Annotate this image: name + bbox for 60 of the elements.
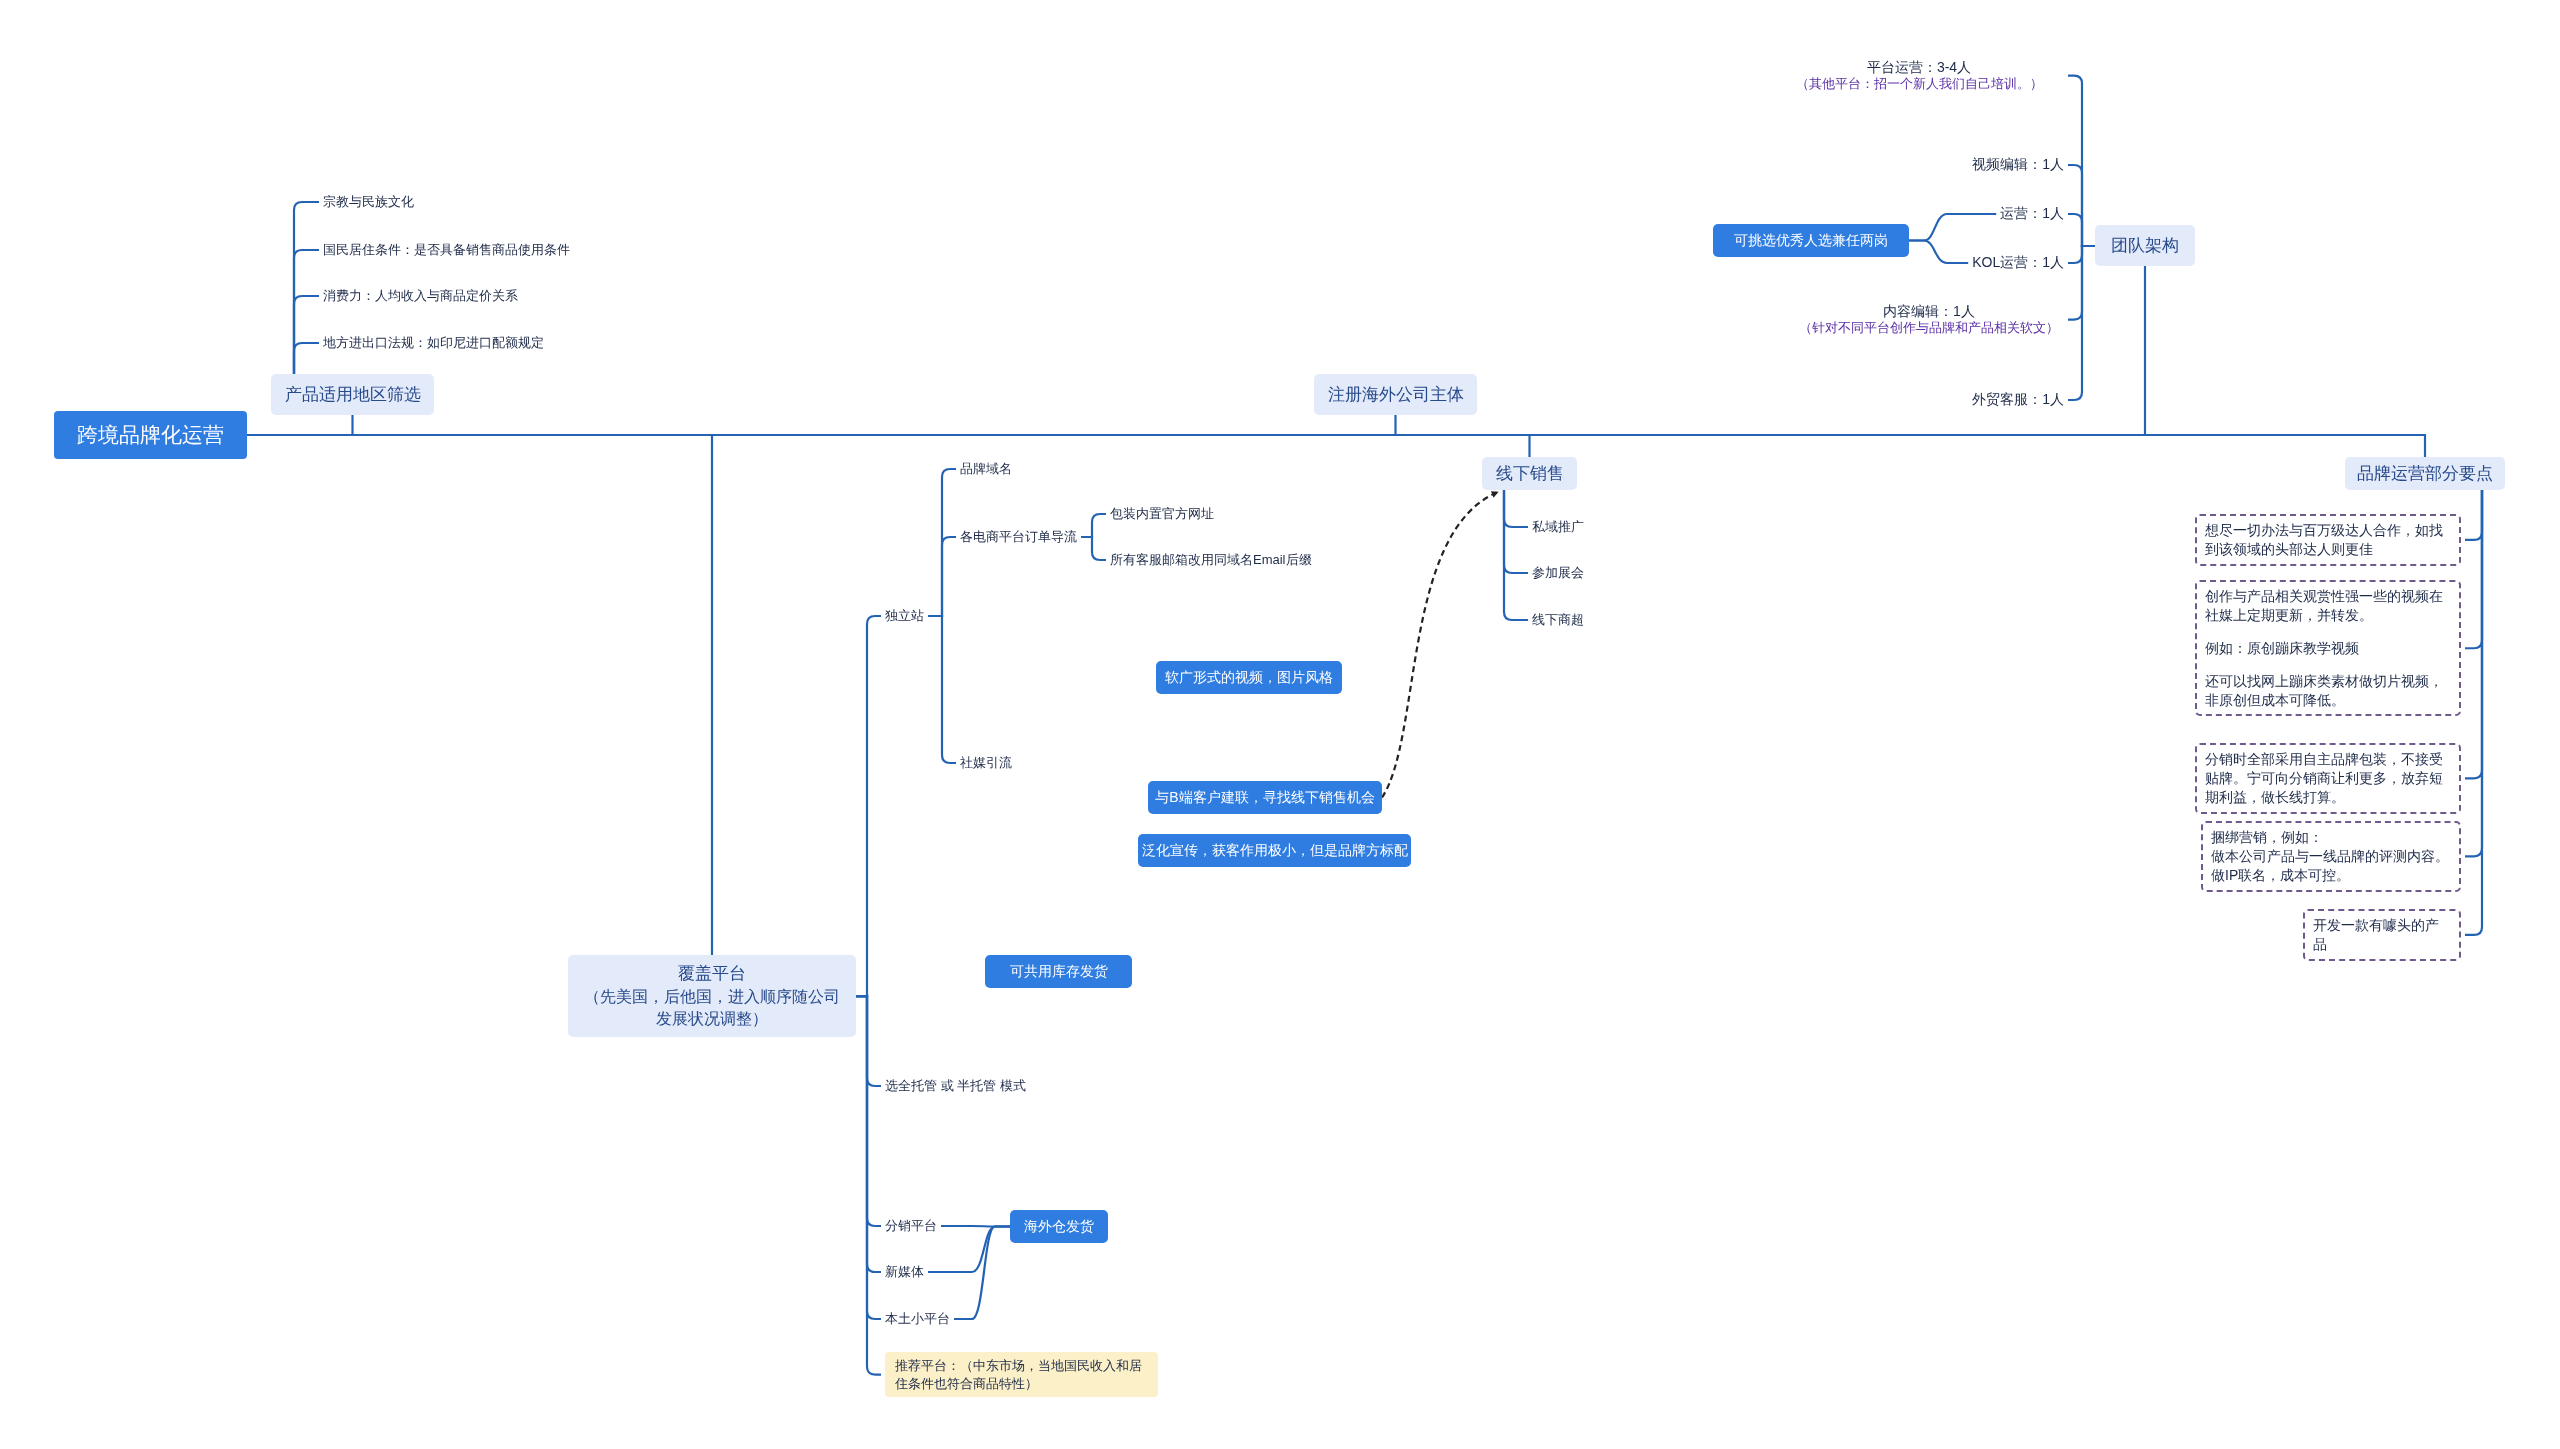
branch-text: 选全托管 或 半托管 模式 <box>885 1077 1026 1095</box>
branch-text: 本土小平台 <box>885 1310 950 1328</box>
connector-line <box>1081 535 1106 562</box>
connector-line <box>2068 244 2095 402</box>
branch-text: 各电商平台订单导流 <box>960 528 1077 546</box>
note-box: 可共用库存发货 <box>985 955 1132 988</box>
branch-text: 品牌域名 <box>960 460 1012 478</box>
branch-text: 新媒体 <box>885 1263 924 1281</box>
note-box: 可挑选优秀人选兼任两岗 <box>1713 224 1909 257</box>
box-text: （先美国，后他国，进入顺序随公司发展状况调整） <box>583 986 841 1029</box>
branch-text: 独立站 <box>885 607 924 625</box>
connector-line <box>1909 239 1969 265</box>
connector-line <box>1502 490 1528 622</box>
box-text: 例如：原创蹦床教学视频 <box>2205 638 2360 658</box>
connector-line <box>292 341 319 374</box>
note-box: 想尽一切办法与百万级达人合作，如找到该领域的头部达人则更佳 <box>2195 514 2461 566</box>
branch-text: 私域推广 <box>1532 518 1584 536</box>
topic-box: 团队架构 <box>2095 225 2195 266</box>
box-text: 做本公司产品与一线品牌的评测内容。 <box>2211 846 2450 866</box>
branch-text: 分销平台 <box>885 1217 937 1235</box>
branch-text: 包装内置官方网址 <box>1110 505 1214 523</box>
note-box <box>2195 580 2461 717</box>
note-box: 分销时全部采用自主品牌包装，不接受贴牌。宁可向分销商让利更多，放弃短期利益，做长线打算。 <box>2195 743 2461 814</box>
branch-text: 国民居住条件：是否具备销售商品使用条件 <box>323 241 570 259</box>
branch-text: 所有客服邮箱改用同域名Email后缀 <box>1110 551 1312 569</box>
branch-text: 宗教与民族文化 <box>323 193 414 211</box>
topic-box: 品牌运营部分要点 <box>2345 457 2505 490</box>
note-text: （其他平台：招一个新人我们自己培训。） <box>1794 76 2044 94</box>
box-text: 做IP联名，成本可控。 <box>2211 865 2352 885</box>
branch-text: KOL运营：1人 <box>1972 254 2064 272</box>
note-text: （针对不同平台创作与品牌和产品相关软文） <box>1798 320 2060 338</box>
box-heading: 覆盖平台 <box>677 963 747 985</box>
branch-text: 社媒引流 <box>960 754 1012 772</box>
note-box <box>2201 821 2461 892</box>
branch-text: 消费力：人均收入与商品定价关系 <box>323 287 518 305</box>
note-box: 海外仓发货 <box>1010 1210 1108 1243</box>
box-heading: 捆绑营销，例如： <box>2211 828 2324 847</box>
topic-box: 产品适用地区筛选 <box>271 374 434 415</box>
branch-text: 外贸客服：1人 <box>1972 391 2064 409</box>
branch-text: 视频编辑：1人 <box>1972 156 2064 174</box>
topic-box: 注册海外公司主体 <box>1314 374 1477 415</box>
branch-text: 内容编辑：1人 <box>1882 302 1976 321</box>
note-box: 与B端客户建联，寻找线下销售机会 <box>1148 781 1382 814</box>
connector-line <box>2465 490 2484 936</box>
note-box: 软广形式的视频，图片风格 <box>1156 661 1342 694</box>
topic-box: 线下销售 <box>1482 457 1577 490</box>
note-box: 开发一款有噱头的产品 <box>2303 909 2461 961</box>
topic-box <box>568 955 856 1038</box>
arrow <box>1381 491 1499 798</box>
branch-text: 运营：1人 <box>2000 205 2064 223</box>
note-box: 泛化宣传，获客作用极小，但是品牌方标配 <box>1138 834 1411 867</box>
connector-line <box>954 1225 1010 1321</box>
box-text: 还可以找网上蹦床类素材做切片视频，非原创但成本可降低。 <box>2205 671 2444 710</box>
branch-text: 参加展会 <box>1532 564 1584 582</box>
branch-text: 线下商超 <box>1532 611 1584 629</box>
central-topic-box: 跨境品牌化运营 <box>54 411 247 459</box>
box-heading: 创作与产品相关观赏性强一些的视频在社媒上定期更新，并转发。 <box>2205 587 2444 625</box>
branch-text: 平台运营：3-4人 <box>1865 58 1973 77</box>
branch-text: 地方进出口法规：如印尼进口配额规定 <box>323 334 544 352</box>
note-box: 推荐平台：（中东市场，当地国民收入和居住条件也符合商品特性） <box>885 1352 1158 1398</box>
